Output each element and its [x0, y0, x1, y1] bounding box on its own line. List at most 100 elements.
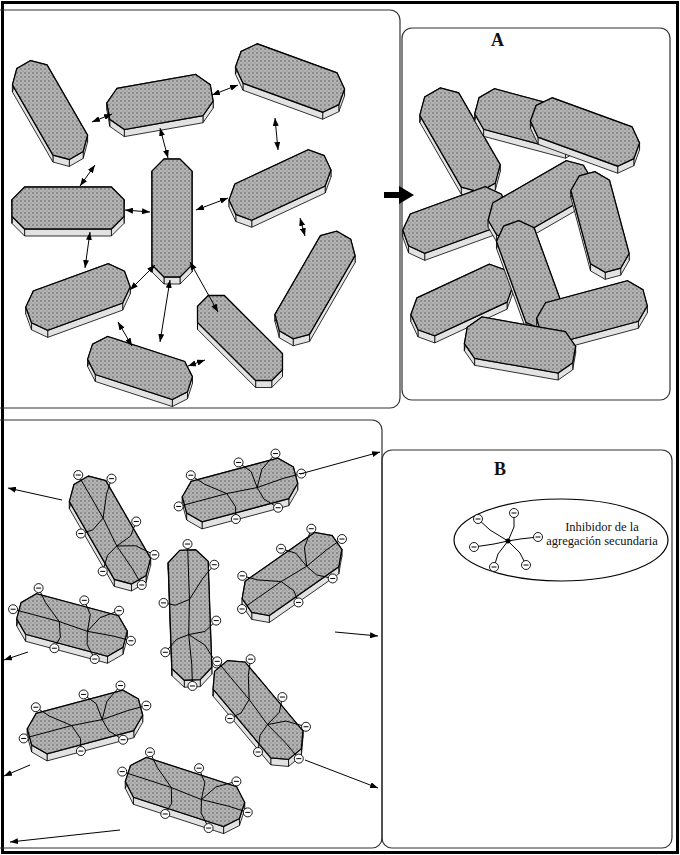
- negative-charge: [274, 503, 283, 512]
- negative-charge: [116, 681, 125, 690]
- crystal-side: [25, 229, 112, 236]
- negative-charge: [132, 517, 141, 526]
- negative-charge: [159, 598, 168, 607]
- crystal: [530, 98, 639, 173]
- minus-sign: [144, 705, 149, 706]
- crystal-face: [530, 98, 639, 166]
- crystal: [213, 655, 311, 767]
- negative-charge: [212, 616, 221, 625]
- crystal-face: [242, 532, 342, 615]
- crystal-face: [26, 264, 130, 331]
- attraction-arrow: [80, 165, 95, 186]
- minus-sign: [188, 475, 193, 476]
- minus-sign: [134, 521, 139, 522]
- minus-sign: [227, 718, 232, 719]
- negative-charge: [328, 574, 337, 583]
- minus-sign: [117, 610, 122, 611]
- repulsion-arrow: [10, 830, 120, 842]
- minus-sign: [280, 697, 285, 698]
- negative-charge: [188, 681, 197, 690]
- minus-sign: [33, 707, 38, 708]
- adsorbed-chain: [217, 661, 249, 699]
- negative-charge: [294, 598, 303, 607]
- minus-sign: [78, 751, 83, 752]
- adsorbed-chain: [103, 479, 111, 518]
- adsorbed-chain: [188, 599, 190, 634]
- adsorbed-chain: [189, 635, 217, 664]
- inhibitor-ellipse: Inhibidor de la agregación secundaria: [452, 497, 670, 583]
- crystal-face: [107, 74, 213, 129]
- minus-sign: [161, 602, 166, 603]
- negative-charge: [174, 502, 183, 511]
- repulsion-arrow: [300, 452, 380, 474]
- minus-sign: [163, 813, 168, 814]
- negative-charge: [234, 458, 243, 467]
- negative-charge: [34, 584, 43, 593]
- minus-sign: [536, 537, 541, 538]
- crystal: [12, 187, 124, 236]
- adsorbed-chain: [179, 494, 227, 507]
- minus-sign: [81, 694, 86, 695]
- crystal: [275, 231, 355, 346]
- negative-charge: [161, 809, 170, 818]
- negative-charge: [243, 808, 252, 817]
- panel-border: [0, 420, 382, 848]
- crystal: [464, 317, 575, 380]
- attraction-arrow: [212, 85, 238, 95]
- crystal: [174, 449, 306, 529]
- crystal: [88, 336, 193, 406]
- minus-sign: [245, 812, 250, 813]
- attraction-arrow: [275, 118, 278, 150]
- minus-sign: [476, 519, 481, 520]
- crystal-face: [69, 476, 150, 584]
- negative-charge: [142, 701, 151, 710]
- minus-sign: [176, 506, 181, 507]
- minus-sign: [11, 609, 16, 610]
- adsorbed-chain: [72, 720, 103, 726]
- minus-sign: [472, 547, 477, 548]
- adsorbed-chain: [304, 529, 311, 567]
- minus-sign: [121, 739, 126, 740]
- adsorbed-chain: [87, 611, 119, 632]
- negative-charge: [161, 648, 170, 657]
- negative-charge: [137, 580, 146, 589]
- crystal-face: [17, 594, 128, 657]
- negative-charge: [119, 735, 128, 744]
- crystal: [238, 524, 347, 622]
- minus-sign: [240, 575, 245, 576]
- negative-charge: [534, 533, 543, 542]
- negative-charge: [522, 561, 531, 570]
- minus-sign: [233, 519, 238, 520]
- adsorbed-chain: [249, 699, 267, 724]
- inhibited-crystals: [4, 449, 380, 842]
- negative-charge: [204, 824, 213, 833]
- attraction-arrow: [188, 360, 205, 366]
- crystal-face: [182, 458, 297, 522]
- node-text: Inhibidor de la agregación secundaria: [538, 520, 666, 548]
- negative-charge: [76, 747, 85, 756]
- negative-charge: [126, 636, 135, 645]
- adsorbed-chain: [117, 546, 142, 585]
- negative-charge: [510, 509, 519, 518]
- negative-charge: [490, 563, 499, 572]
- minus-sign: [309, 528, 314, 529]
- panel-border: [382, 450, 672, 848]
- crystal: [571, 172, 629, 280]
- adsorbed-chain: [13, 609, 59, 621]
- crystal-face: [12, 61, 87, 160]
- repulsion-arrow: [8, 488, 62, 500]
- adsorbed-chain: [242, 582, 281, 609]
- adsorbed-chain: [171, 788, 201, 800]
- crystal: [229, 150, 331, 227]
- negative-charge: [213, 657, 222, 666]
- negative-charge: [79, 690, 88, 699]
- minus-sign: [52, 648, 57, 649]
- adsorbed-chain: [122, 772, 171, 788]
- negative-charge: [98, 567, 107, 576]
- adsorbed-chain: [150, 752, 171, 787]
- adsorbed-chain: [267, 721, 306, 727]
- crystal-face: [12, 187, 124, 229]
- panel-border: [402, 28, 670, 400]
